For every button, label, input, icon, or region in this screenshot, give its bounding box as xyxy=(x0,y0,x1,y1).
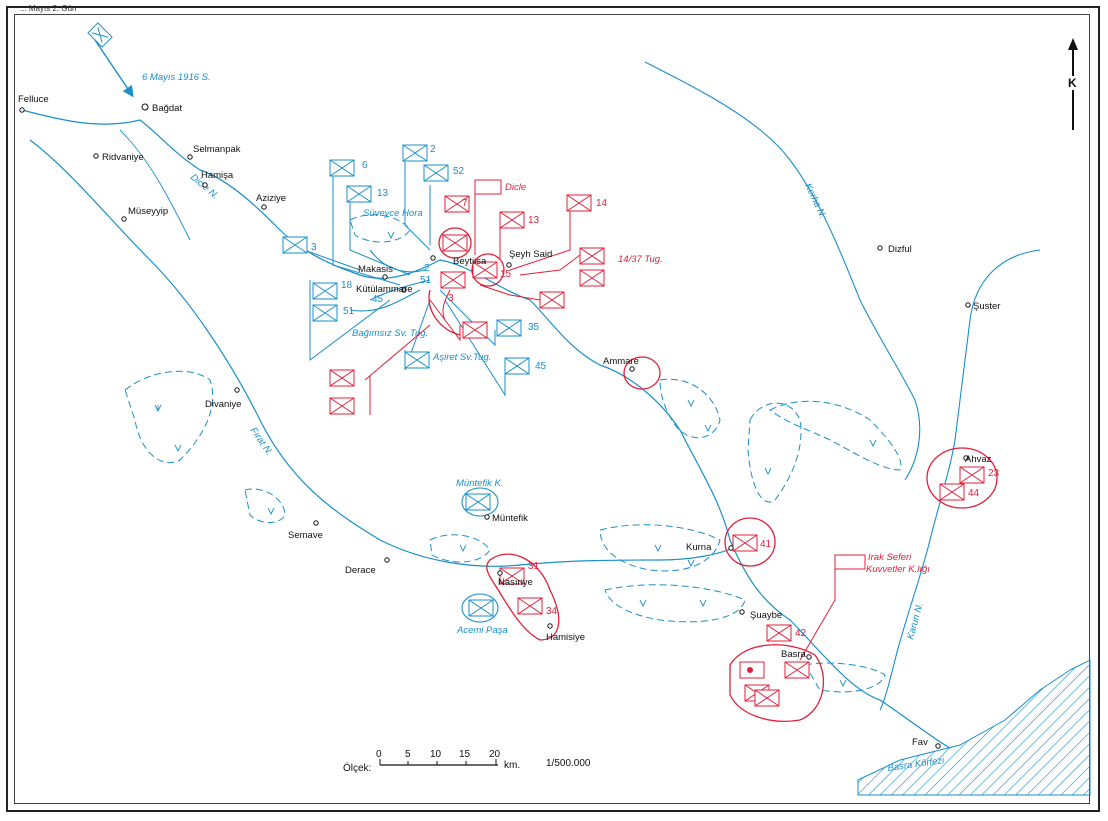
place-label: Ridvaniye xyxy=(102,152,144,163)
blue-num: 45 xyxy=(535,361,547,372)
place-label: Selmanpak xyxy=(193,144,241,155)
scale-label: Ölçek: xyxy=(343,762,371,774)
red-units xyxy=(329,179,985,707)
place-label: Müseyyip xyxy=(128,206,168,217)
blue-num: 52 xyxy=(453,166,465,177)
place-label: Basra xyxy=(781,649,807,660)
blue-units xyxy=(282,144,530,617)
blue-num: 35 xyxy=(528,322,540,333)
scale-bar: Ölçek: 0 5 10 15 20 km. 1/500.000 xyxy=(343,749,591,774)
blue-num: 51 xyxy=(343,306,355,317)
red-label: 14/37 Tug. xyxy=(618,254,663,265)
red-num: 44 xyxy=(968,488,980,499)
place-label: Nasıriye xyxy=(498,577,533,588)
river-label: Kerha N. xyxy=(802,182,828,221)
gulf-water xyxy=(857,659,1091,796)
place-label: Fav xyxy=(912,737,928,748)
place-dots xyxy=(19,103,971,749)
red-num: 15 xyxy=(500,269,512,280)
place-label: Şuaybe xyxy=(750,610,782,621)
blue-unit-nw xyxy=(87,22,113,48)
blue-num: 3 xyxy=(311,242,317,253)
blue-num: 2 xyxy=(424,263,430,274)
blue-num: 51 xyxy=(420,275,432,286)
place-label: Felluce xyxy=(18,94,49,105)
blue-label: Müntefik K. xyxy=(456,478,504,489)
red-num: 3 xyxy=(448,293,454,304)
place-label: Divaniye xyxy=(205,399,241,410)
scale-ratio: 1/500.000 xyxy=(546,758,591,769)
place-label: Hamişa xyxy=(201,170,234,181)
red-label: Dicle xyxy=(505,182,526,193)
north-label: K xyxy=(1068,76,1077,90)
blue-label: Aşiret Sv.Tug. xyxy=(432,352,491,363)
river-label: Fırat N. xyxy=(248,425,275,457)
scale-tick: 10 xyxy=(430,749,442,760)
blue-label: Süveyce Hora xyxy=(363,208,423,219)
place-label: Bağdat xyxy=(152,103,182,114)
blue-num: 6 xyxy=(362,160,368,171)
river-euphrates xyxy=(29,139,741,567)
scale-tick: 20 xyxy=(489,749,501,760)
red-num: 7 xyxy=(462,198,468,209)
blue-label: Bağımsız Sv. Tug. xyxy=(352,328,428,339)
river-tigris xyxy=(21,109,951,749)
red-num: 14 xyxy=(596,198,608,209)
blue-num: 2 xyxy=(430,144,436,155)
red-num: 42 xyxy=(795,628,807,639)
river-kerha xyxy=(644,61,921,481)
place-label: Derace xyxy=(345,565,376,576)
river-label: Karun N. xyxy=(905,602,925,641)
blue-num: 18 xyxy=(341,280,353,291)
red-label: Kuvvetler K.lığı xyxy=(866,564,930,575)
red-num: 23 xyxy=(988,468,1000,479)
red-num: 13 xyxy=(528,215,540,226)
place-label: Kurna xyxy=(686,542,712,553)
red-enclosures xyxy=(428,227,998,722)
scale-tick: 15 xyxy=(459,749,471,760)
corner-text: ... Mayıs 2. Gün xyxy=(20,4,76,13)
scale-tick: 0 xyxy=(376,749,382,760)
red-num: 34 xyxy=(546,606,558,617)
map-frame-inner xyxy=(14,14,1090,804)
north-arrow: K xyxy=(1066,38,1080,130)
place-label: Aziziye xyxy=(256,193,286,204)
date-label: 6 Mayıs 1916 S. xyxy=(142,72,211,83)
scale-tick: 5 xyxy=(405,749,411,760)
scale-unit: km. xyxy=(504,760,520,771)
blue-label: Acemi Paşa xyxy=(456,625,508,636)
place-label: Şeyh Said xyxy=(509,249,552,260)
place-label: Kütülammare xyxy=(356,284,413,295)
place-label: Şuster xyxy=(973,301,1000,312)
red-label: Irak Seferi xyxy=(868,552,912,563)
place-label: Semave xyxy=(288,530,323,541)
marshes xyxy=(124,214,902,693)
blue-arcs xyxy=(349,249,499,623)
place-label: Makasis xyxy=(358,264,393,275)
river-karun xyxy=(879,249,1041,711)
red-num: 41 xyxy=(760,539,772,550)
place-label: Müntefik xyxy=(492,513,528,524)
marsh-symbols xyxy=(154,231,877,688)
place-label: Hamisiye xyxy=(546,632,585,643)
blue-num: 45 xyxy=(372,294,384,305)
place-label: Ammare xyxy=(603,356,639,367)
river-small xyxy=(119,129,191,241)
blue-num: 13 xyxy=(377,188,389,199)
place-label: Dizful xyxy=(888,244,912,255)
place-label: Ahvaz xyxy=(965,454,992,465)
place-label: Beytiisa xyxy=(453,256,487,267)
red-num: 31 xyxy=(528,561,540,572)
basra-hq-dot xyxy=(747,667,753,673)
map-frame-outer xyxy=(6,6,1100,812)
advance-arrow xyxy=(94,39,134,98)
